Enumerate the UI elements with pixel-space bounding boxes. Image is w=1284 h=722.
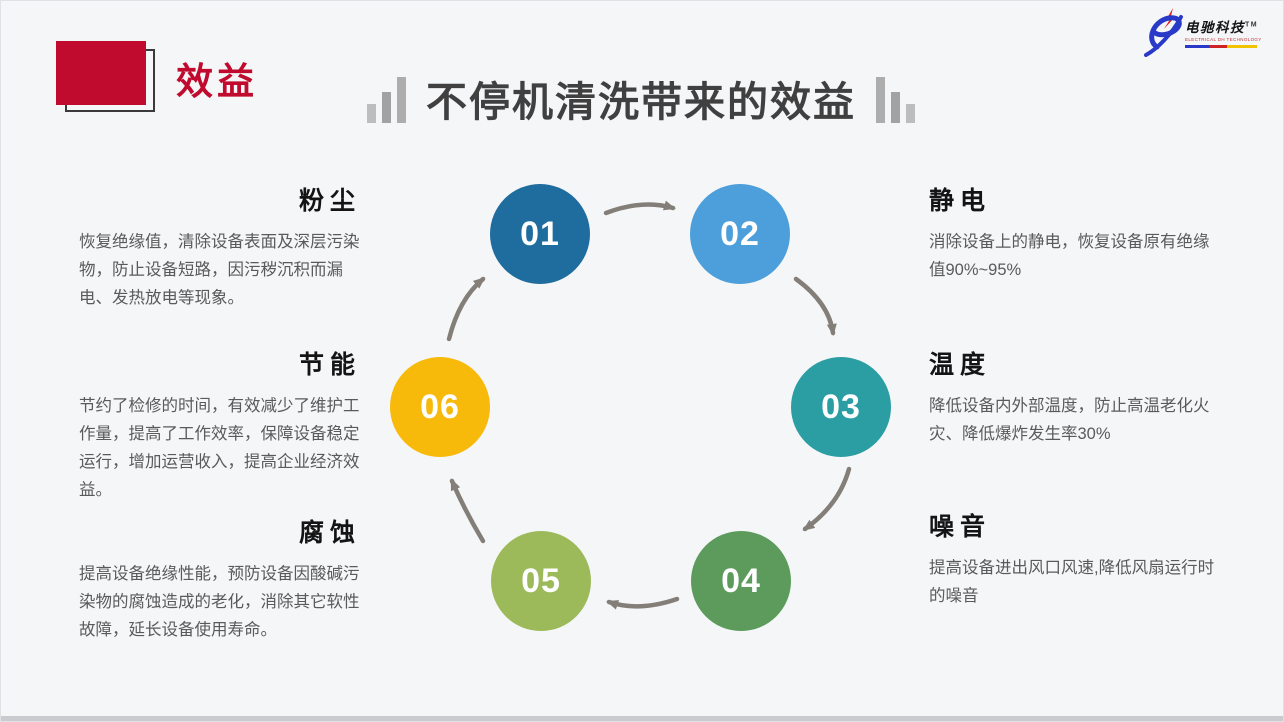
arrow-04-to-05 — [606, 596, 680, 610]
logo-color-bar — [1185, 45, 1257, 48]
arrow-06-to-01 — [446, 276, 486, 342]
trademark-symbol: TM — [1245, 21, 1259, 29]
cycle-step-01: 01 — [490, 184, 590, 284]
benefit-block-noise: 噪音 提高设备进出风口风速,降低风扇运行时的噪音 — [929, 507, 1219, 610]
section-label: 效益 — [176, 61, 258, 102]
cycle-step-02: 02 — [690, 184, 790, 284]
benefit-heading: 温度 — [929, 351, 992, 379]
step-number: 05 — [521, 561, 561, 600]
cycle-step-03: 03 — [791, 357, 891, 457]
benefit-block-corrosion: 腐蚀 提高设备绝缘性能，预防设备因酸碱污染物的腐蚀造成的老化，消除其它软性故障，… — [79, 513, 373, 644]
benefit-heading: 节能 — [298, 351, 361, 379]
step-number: 04 — [721, 561, 761, 600]
benefit-block-temperature: 温度 降低设备内外部温度，防止高温老化火灾、降低爆炸发生率30% — [929, 345, 1219, 448]
step-number: 01 — [520, 214, 560, 253]
bar-chart-right-icon — [876, 77, 915, 127]
benefit-heading: 粉尘 — [298, 187, 361, 215]
benefit-heading: 噪音 — [929, 513, 992, 541]
benefit-block-energy: 节能 节约了检修的时间，有效减少了维护工作量，提高了工作效率，保障设备稳定运行，… — [79, 345, 373, 504]
benefit-body: 消除设备上的静电，恢复设备原有绝缘值90%~95% — [929, 233, 1210, 279]
decor-red-square — [56, 41, 146, 105]
logo-mark — [1144, 8, 1183, 57]
benefit-heading: 腐蚀 — [298, 519, 361, 547]
slide-bottom-edge — [1, 716, 1283, 721]
cycle-step-04: 04 — [691, 531, 791, 631]
cycle-arrows — [446, 200, 852, 610]
step-number: 02 — [720, 214, 760, 253]
benefit-block-dust: 粉尘 恢复绝缘值，清除设备表面及深层污染物，防止设备短路，因污秽沉积而漏电、发热… — [79, 181, 373, 312]
step-number: 03 — [821, 387, 861, 426]
arrow-01-to-02 — [603, 200, 676, 216]
arrow-03-to-04 — [802, 466, 852, 532]
page-title: 不停机清洗带来的效益 — [426, 78, 856, 125]
logo-subtitle: ELECTRICAL DH TECHNOLOGY — [1185, 37, 1262, 43]
benefit-body: 提高设备绝缘性能，预防设备因酸碱污染物的腐蚀造成的老化，消除其它软性故障，延长设… — [79, 565, 360, 639]
benefit-body: 恢复绝缘值，清除设备表面及深层污染物，防止设备短路，因污秽沉积而漏电、发热放电等… — [79, 233, 360, 307]
benefit-heading: 静电 — [929, 187, 992, 215]
benefit-body: 节约了检修的时间，有效减少了维护工作量，提高了工作效率，保障设备稳定运行，增加运… — [79, 397, 360, 499]
bar-chart-left-icon — [367, 77, 406, 127]
arrow-05-to-06 — [449, 478, 486, 544]
company-logo: 电驰科技TM ELECTRICAL DH TECHNOLOGY — [1143, 7, 1273, 57]
step-number: 06 — [420, 387, 460, 426]
title-row: 不停机清洗带来的效益 — [331, 71, 951, 127]
cycle-step-05: 05 — [491, 531, 591, 631]
arrow-02-to-03 — [793, 276, 837, 336]
benefit-body: 提高设备进出风口风速,降低风扇运行时的噪音 — [929, 559, 1215, 605]
logo-name: 电驰科技TM — [1185, 20, 1259, 35]
benefit-body: 降低设备内外部温度，防止高温老化火灾、降低爆炸发生率30% — [929, 397, 1210, 443]
cycle-step-06: 06 — [390, 357, 490, 457]
benefit-block-static: 静电 消除设备上的静电，恢复设备原有绝缘值90%~95% — [929, 181, 1219, 284]
